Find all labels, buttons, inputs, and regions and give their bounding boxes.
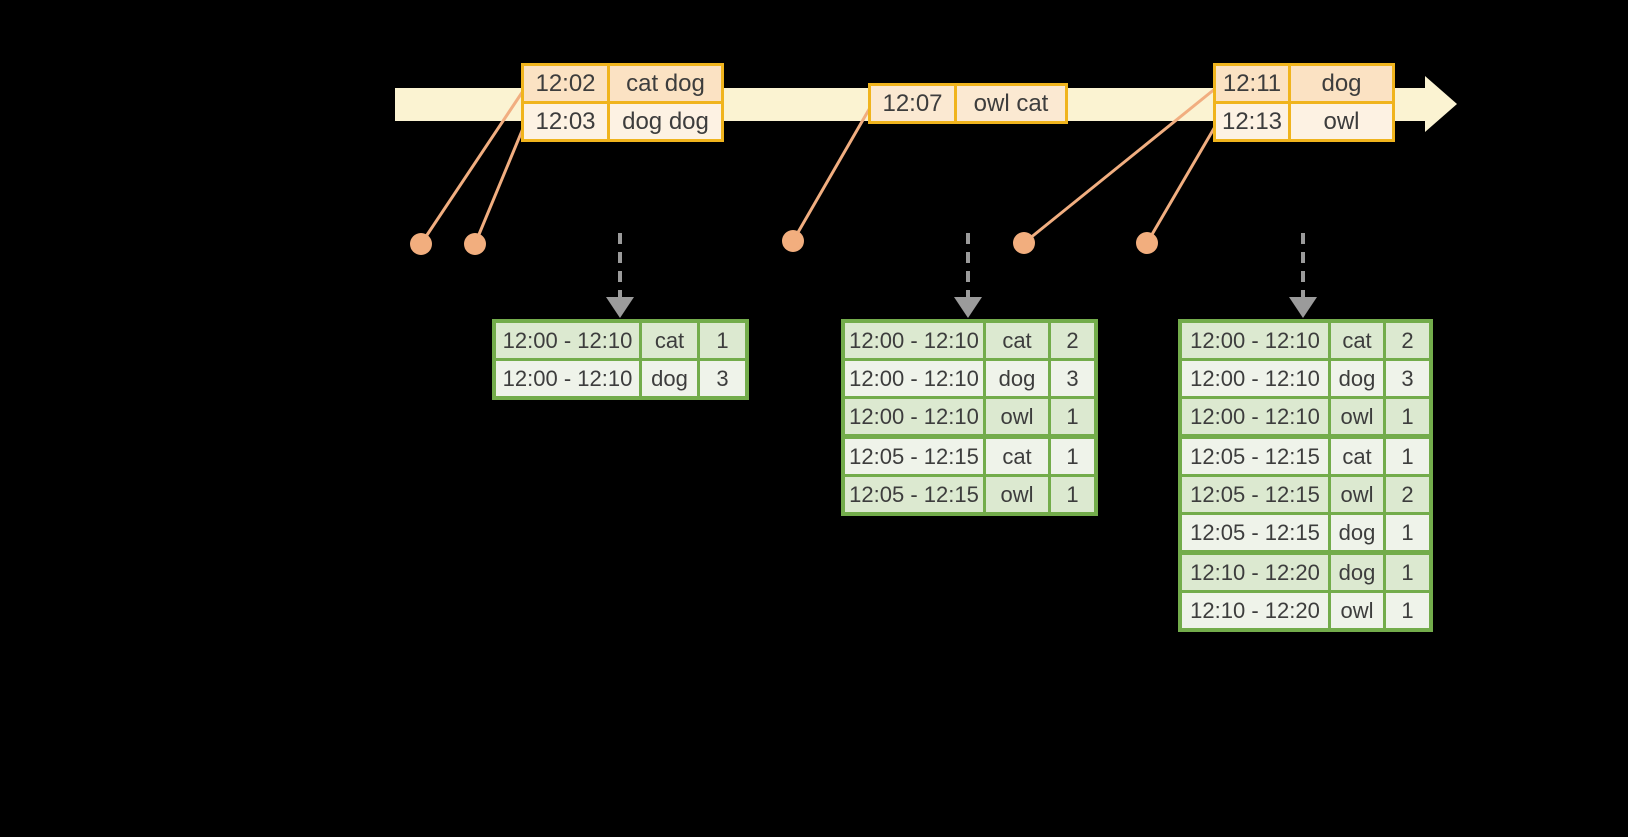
time-cell: 12:11 <box>1216 66 1288 101</box>
count-cell: 3 <box>700 361 745 396</box>
event-dot <box>1013 232 1035 254</box>
count-cell: 1 <box>1386 593 1429 628</box>
word-cell: cat <box>1331 323 1383 358</box>
word-cell: dog <box>986 361 1048 396</box>
word-cell: owl <box>1331 477 1383 512</box>
time-cell: 12:13 <box>1216 104 1288 139</box>
window-cell: 12:00 - 12:10 <box>845 399 983 434</box>
timeline-arrowhead-icon <box>1425 76 1457 132</box>
event-dot <box>464 233 486 255</box>
trigger-arrow-icon <box>954 233 982 318</box>
word-cell: dog <box>642 361 697 396</box>
word-cell: owl <box>1331 593 1383 628</box>
word-cell: owl <box>986 399 1048 434</box>
window-cell: 12:10 - 12:20 <box>1182 593 1328 628</box>
word-cell: dog <box>1331 361 1383 396</box>
window-cell: 12:00 - 12:10 <box>496 323 639 358</box>
window-cell: 12:00 - 12:10 <box>845 323 983 358</box>
count-cell: 3 <box>1386 361 1429 396</box>
word-cell: cat <box>642 323 697 358</box>
count-cell: 1 <box>1386 439 1429 474</box>
connector-line <box>419 90 525 245</box>
word-cell: cat <box>986 323 1048 358</box>
time-cell: 12:03 <box>524 104 607 139</box>
word-cell: dog <box>1331 555 1383 590</box>
window-cell: 12:10 - 12:20 <box>1182 555 1328 590</box>
count-cell: 2 <box>1051 323 1094 358</box>
words-cell: cat dog <box>610 66 721 101</box>
connector-line <box>1145 124 1218 244</box>
window-cell: 12:05 - 12:15 <box>1182 515 1328 550</box>
count-cell: 1 <box>1386 515 1429 550</box>
window-cell: 12:05 - 12:15 <box>1182 439 1328 474</box>
window-cell: 12:00 - 12:10 <box>1182 323 1328 358</box>
count-cell: 1 <box>1051 439 1094 474</box>
word-cell: owl <box>986 477 1048 512</box>
connector-line <box>791 105 873 242</box>
count-cell: 1 <box>1051 477 1094 512</box>
count-cell: 1 <box>1386 399 1429 434</box>
word-cell: cat <box>1331 439 1383 474</box>
word-cell: dog <box>1331 515 1383 550</box>
event-dot <box>1136 232 1158 254</box>
word-cell: cat <box>986 439 1048 474</box>
window-cell: 12:05 - 12:15 <box>845 439 983 474</box>
window-cell: 12:00 - 12:10 <box>1182 361 1328 396</box>
words-cell: owl cat <box>957 86 1065 121</box>
count-cell: 2 <box>1386 323 1429 358</box>
event-dot <box>782 230 804 252</box>
count-cell: 2 <box>1386 477 1429 512</box>
words-cell: dog dog <box>610 104 721 139</box>
trigger-arrow-icon <box>606 233 634 318</box>
count-cell: 1 <box>1386 555 1429 590</box>
time-cell: 12:02 <box>524 66 607 101</box>
connector-line <box>1023 86 1217 245</box>
count-cell: 1 <box>700 323 745 358</box>
trigger-arrow-icon <box>1289 233 1317 318</box>
count-cell: 1 <box>1051 399 1094 434</box>
connector-line <box>473 125 526 245</box>
window-cell: 12:05 - 12:15 <box>1182 477 1328 512</box>
words-cell: owl <box>1291 104 1392 139</box>
window-cell: 12:00 - 12:10 <box>1182 399 1328 434</box>
window-cell: 12:05 - 12:15 <box>845 477 983 512</box>
word-cell: owl <box>1331 399 1383 434</box>
words-cell: dog <box>1291 66 1392 101</box>
window-cell: 12:00 - 12:10 <box>845 361 983 396</box>
event-dot <box>410 233 432 255</box>
count-cell: 3 <box>1051 361 1094 396</box>
time-cell: 12:07 <box>871 86 954 121</box>
window-cell: 12:00 - 12:10 <box>496 361 639 396</box>
